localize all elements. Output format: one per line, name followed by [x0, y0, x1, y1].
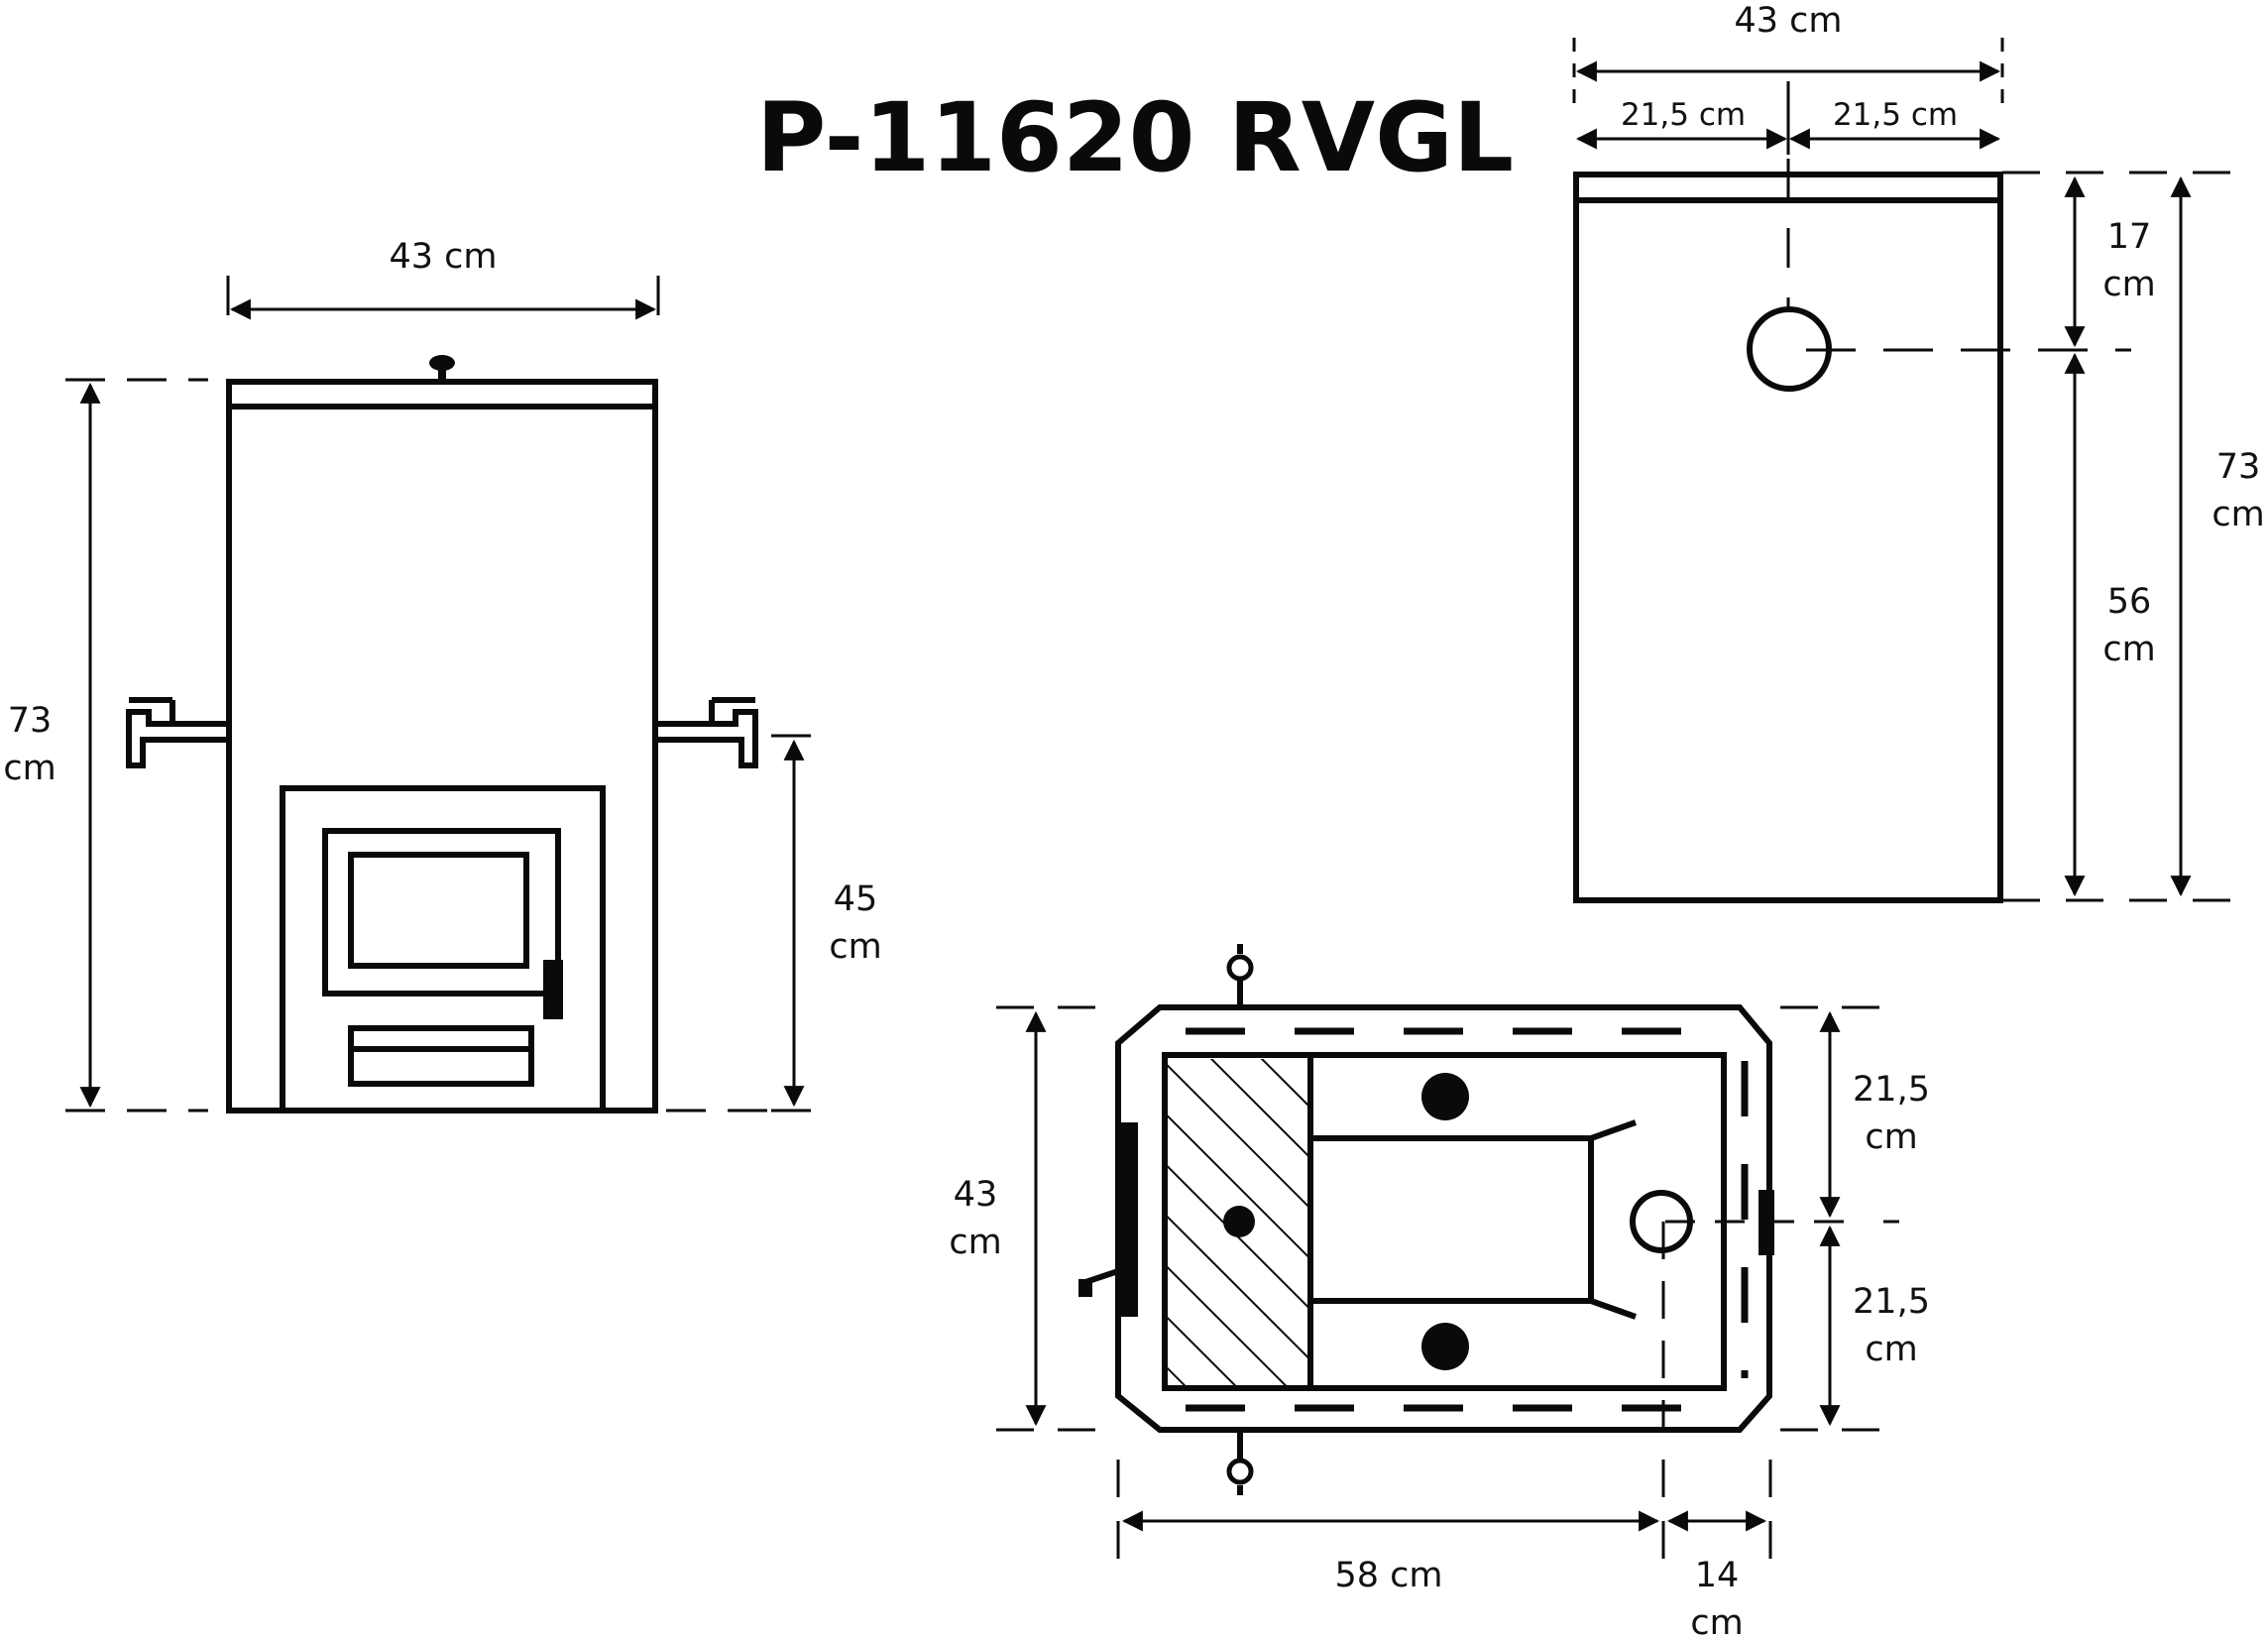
side-width-label: 43 cm: [1735, 1, 1843, 41]
tap-height-unit: cm: [829, 927, 881, 967]
top-rear-value: 14: [1695, 1556, 1740, 1595]
top-depth-unit: cm: [949, 1223, 1001, 1262]
door-handle: [543, 960, 563, 1019]
side-door-bar: [1118, 1122, 1138, 1317]
side-top-offset-value: 17: [2107, 217, 2152, 257]
water-tap-right: [655, 709, 758, 768]
side-half-left-label: 21,5 cm: [1621, 97, 1746, 133]
top-rear-unit: cm: [1690, 1603, 1743, 1640]
side-half-right-label: 21,5 cm: [1833, 97, 1958, 133]
front-width-label: 43 cm: [390, 237, 498, 277]
rivet-top: [1421, 1073, 1469, 1120]
side-lower-unit: cm: [2102, 630, 2155, 669]
rear-bracket: [1758, 1190, 1774, 1255]
front-height-unit: cm: [3, 749, 56, 788]
firebox-door: [322, 828, 561, 996]
front-view: 43 cm 73 cm 45 cm: [3, 237, 882, 1113]
side-view: 43 cm 21,5 cm 21,5 cm 17 cm 56 cm 73 cm: [1572, 1, 2265, 903]
top-half-bottom-unit: cm: [1865, 1330, 1917, 1369]
top-half-top-value: 21,5: [1853, 1070, 1930, 1110]
rivet-center: [1223, 1206, 1255, 1237]
top-view: 43 cm 21,5 cm 21,5 cm 58 cm 14 cm: [949, 944, 1930, 1640]
product-title: P-11620 RVGL: [756, 82, 1514, 193]
rivet-bottom: [1421, 1323, 1469, 1370]
stove-body-side: [1573, 172, 2003, 903]
side-top-offset-unit: cm: [2102, 265, 2155, 304]
top-half-bottom-value: 21,5: [1853, 1282, 1930, 1322]
top-length-label: 58 cm: [1335, 1556, 1443, 1595]
stove-body-front: [226, 379, 658, 1113]
side-height-unit: cm: [2211, 495, 2264, 534]
door-lever: [1085, 1268, 1119, 1289]
ash-drawer: [348, 1025, 534, 1087]
water-tap-left: [126, 709, 229, 768]
tap-height-value: 45: [834, 879, 878, 919]
side-lower-value: 56: [2107, 582, 2152, 622]
door-frame: [280, 785, 606, 1113]
top-depth-value: 43: [954, 1175, 998, 1215]
top-half-top-unit: cm: [1865, 1117, 1917, 1157]
inner-grate: [1310, 1135, 1594, 1304]
front-height-value: 73: [8, 701, 53, 741]
side-height-value: 73: [2216, 447, 2261, 487]
door-glass: [348, 852, 529, 969]
